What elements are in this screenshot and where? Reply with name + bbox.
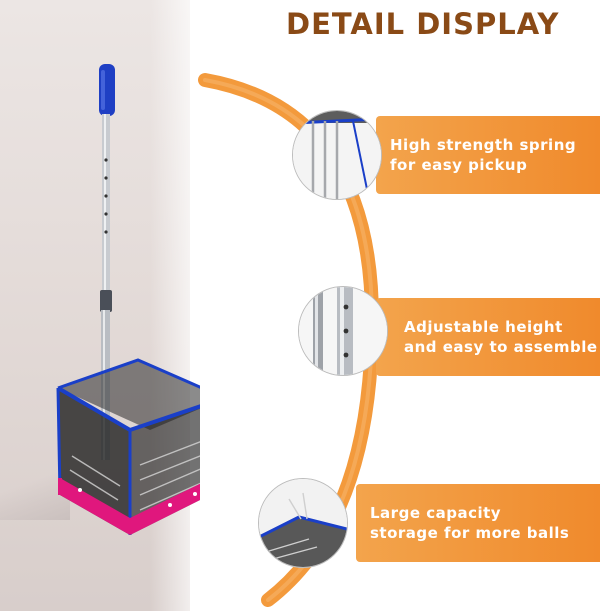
callout-height-line1: Adjustable height (404, 318, 563, 336)
detail-basket-closeup (258, 478, 348, 568)
detail-spring-closeup (292, 110, 382, 200)
callout-capacity: Large capacity storage for more balls (356, 484, 600, 562)
pole-joint (100, 290, 112, 312)
callout-spring: High strength spring for easy pickup (376, 116, 600, 194)
page-title: DETAIL DISPLAY (286, 7, 560, 41)
callout-spring-line1: High strength spring (390, 136, 577, 154)
product-image (56, 64, 200, 535)
callout-capacity-line1: Large capacity (370, 504, 502, 522)
detail-pole-closeup (298, 286, 388, 376)
callout-height: Adjustable height and easy to assemble (376, 298, 600, 376)
callout-height-line2: and easy to assemble (404, 338, 598, 356)
callout-capacity-line2: storage for more balls (370, 524, 570, 542)
callout-spring-line2: for easy pickup (390, 156, 528, 174)
basket-pink-trim (60, 478, 200, 535)
